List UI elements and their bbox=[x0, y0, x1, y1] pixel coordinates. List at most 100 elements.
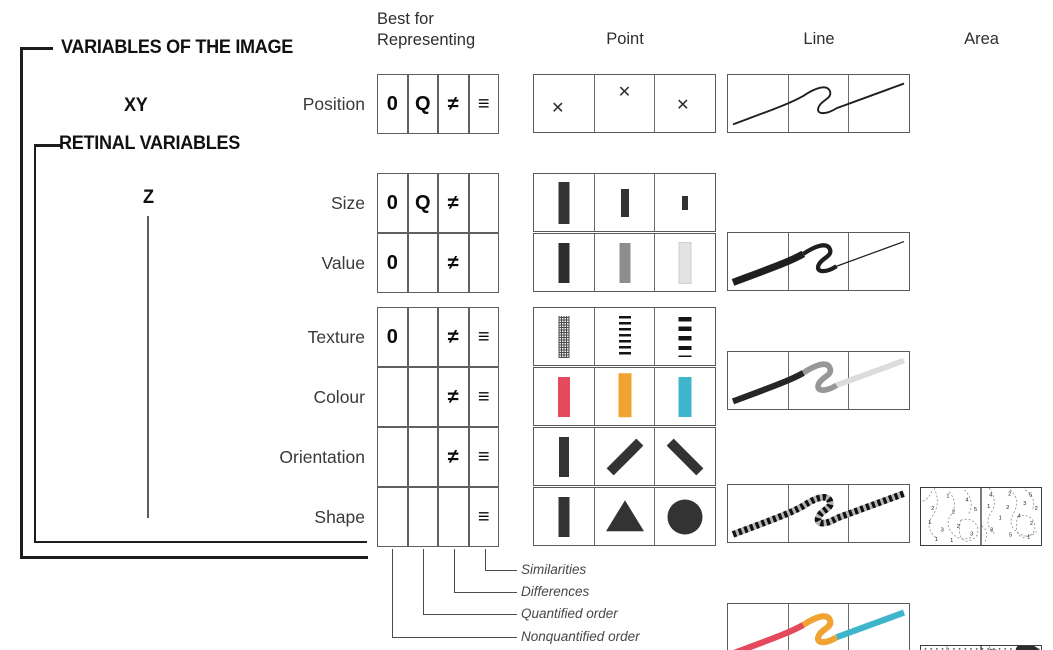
area-size bbox=[920, 645, 1042, 650]
legend-connector-nonquantified bbox=[392, 549, 517, 638]
size-bar-medium bbox=[620, 188, 629, 217]
line-position-graphic bbox=[732, 82, 905, 126]
best-for-cell: Q bbox=[407, 74, 438, 134]
best-for-cell: ≠ bbox=[438, 307, 469, 367]
best-for-cell bbox=[468, 233, 499, 293]
point-cell bbox=[534, 308, 595, 365]
area-number: 1 bbox=[999, 515, 1002, 521]
row-label-size: Size bbox=[330, 193, 365, 213]
best-for-row-colour: ≠ ≡ bbox=[377, 367, 499, 427]
best-for-row-orientation: ≠ ≡ bbox=[377, 427, 499, 487]
point-cell bbox=[655, 234, 715, 291]
line-value-graphic bbox=[731, 357, 905, 405]
cell-divider bbox=[848, 604, 849, 650]
row-label-position: Position bbox=[302, 94, 365, 114]
area-number: 1 bbox=[1027, 534, 1030, 540]
texture-bar-striped bbox=[618, 315, 631, 358]
best-for-cell: ≠ bbox=[438, 427, 469, 487]
area-number: 2 bbox=[1035, 506, 1038, 512]
area-number: 3 bbox=[1023, 501, 1026, 507]
row-label-colour: Colour bbox=[313, 387, 365, 407]
line-value bbox=[727, 351, 910, 410]
line-colour bbox=[727, 603, 910, 650]
point-cell bbox=[655, 368, 715, 425]
point-cell bbox=[534, 234, 595, 291]
legend-label-differences: Differences bbox=[521, 584, 590, 599]
point-cell bbox=[534, 368, 595, 425]
line-position bbox=[727, 74, 910, 133]
point-cell bbox=[595, 488, 656, 545]
point-cell bbox=[595, 428, 656, 485]
point-cell bbox=[595, 174, 656, 231]
best-for-cell bbox=[407, 233, 438, 293]
best-for-row-value: 0 ≠ bbox=[377, 233, 499, 293]
legend-connector-quantified bbox=[423, 549, 517, 615]
row-label-shape: Shape bbox=[314, 507, 365, 527]
area-number: 2 bbox=[1006, 505, 1009, 511]
area-column-header: Area bbox=[964, 30, 999, 48]
best-for-cell: ≡ bbox=[468, 74, 499, 134]
area-number: 1 bbox=[946, 494, 949, 500]
area-number: 2 bbox=[931, 506, 934, 512]
best-for-cell bbox=[407, 367, 438, 427]
orientation-bar-diagonal-left bbox=[666, 438, 704, 475]
best-for-header-line1: Best for bbox=[377, 10, 434, 28]
point-cell bbox=[655, 174, 715, 231]
area-number: 5 bbox=[1029, 493, 1032, 499]
point-cell bbox=[655, 428, 715, 485]
point-position: ✕ ✕ ✕ bbox=[533, 74, 716, 133]
texture-bar-coarse bbox=[678, 316, 692, 357]
best-for-header: Best for Representing bbox=[377, 9, 475, 51]
line-texture-graphic bbox=[731, 490, 906, 538]
size-bar-small bbox=[682, 195, 689, 210]
point-colour bbox=[533, 367, 716, 426]
colour-bar-orange bbox=[618, 372, 631, 417]
best-for-row-position: 0 Q ≠ ≡ bbox=[377, 74, 499, 134]
row-label-value: Value bbox=[321, 253, 365, 273]
point-orientation bbox=[533, 427, 716, 486]
area-number: 1 bbox=[928, 520, 931, 526]
best-for-cell bbox=[377, 487, 408, 547]
point-size bbox=[533, 173, 716, 232]
point-cell bbox=[534, 488, 595, 545]
point-cell bbox=[595, 234, 656, 291]
xy-label: XY bbox=[124, 95, 148, 116]
best-for-cell bbox=[407, 427, 438, 487]
size-bar-large bbox=[558, 181, 570, 224]
value-bar-mid bbox=[619, 242, 630, 283]
best-for-row-size: 0 Q ≠ bbox=[377, 173, 499, 233]
orientation-bar-diagonal-right bbox=[606, 438, 643, 475]
line-size bbox=[727, 232, 910, 291]
area-number: 1 bbox=[950, 538, 953, 544]
legend-connector-differences bbox=[453, 549, 517, 593]
best-for-cell: ≠ bbox=[438, 74, 469, 134]
area-number: 1 bbox=[987, 504, 990, 510]
best-for-cell bbox=[377, 427, 408, 487]
inner-bracket-tick bbox=[34, 144, 61, 147]
value-bar-dark bbox=[558, 242, 570, 283]
area-number: 1 bbox=[935, 537, 938, 543]
outer-bracket-tick bbox=[20, 47, 53, 50]
line-size-graphic bbox=[731, 240, 905, 286]
best-for-cell bbox=[438, 487, 469, 547]
inner-bracket bbox=[34, 145, 367, 543]
colour-bar-cyan bbox=[678, 376, 692, 417]
point-cell bbox=[655, 488, 715, 545]
best-for-cell bbox=[377, 367, 408, 427]
best-for-cell bbox=[407, 307, 438, 367]
x-mark: ✕ bbox=[617, 84, 632, 102]
line-texture bbox=[727, 484, 910, 543]
area-number: 5 bbox=[974, 507, 977, 513]
point-shape bbox=[533, 487, 716, 546]
point-cell: ✕ bbox=[534, 75, 595, 132]
best-for-cell: Q bbox=[407, 173, 438, 233]
best-for-cell: 0 bbox=[377, 74, 408, 134]
retinal-variables-title: RETINAL VARIABLES bbox=[59, 133, 241, 154]
best-for-cell: ≡ bbox=[468, 367, 499, 427]
value-bar-light bbox=[678, 241, 692, 284]
point-cell bbox=[534, 428, 595, 485]
line-column-header: Line bbox=[803, 30, 835, 48]
